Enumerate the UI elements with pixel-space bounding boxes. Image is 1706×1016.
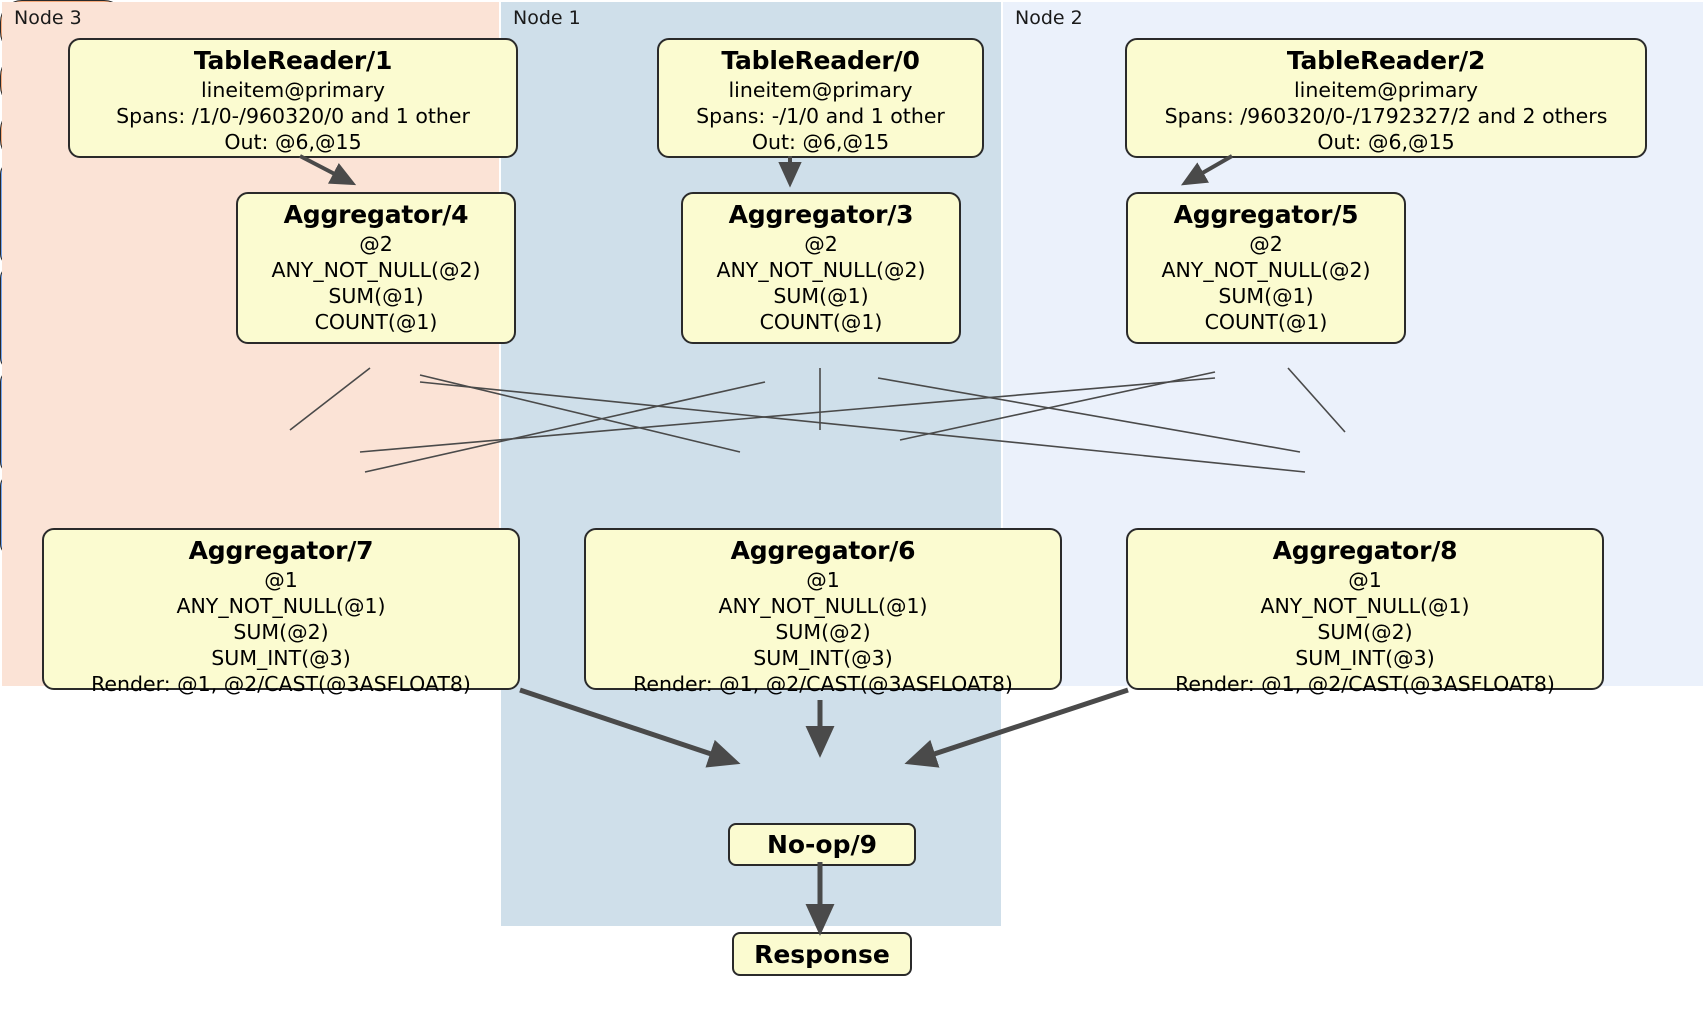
processor-detail-line: Out: @6,@15 (224, 129, 362, 154)
processor-detail-line: SUM_INT(@3) (753, 646, 893, 671)
processor-response[interactable]: Response (732, 932, 912, 976)
processor-title: TableReader/2 (1286, 46, 1486, 75)
processor-table-reader-0[interactable]: TableReader/0 lineitem@primary Spans: -/… (657, 38, 984, 158)
processor-detail-line: Spans: /1/0-/960320/0 and 1 other (116, 103, 470, 128)
processor-title: TableReader/0 (721, 46, 920, 75)
processor-detail-line: Spans: /960320/0-/1792327/2 and 2 others (1164, 103, 1608, 128)
processor-detail-line: lineitem@primary (728, 77, 913, 102)
processor-detail-line: COUNT(@1) (759, 310, 883, 335)
node-region-label-node3: Node 3 (14, 7, 82, 29)
processor-detail-line: SUM_INT(@3) (1295, 646, 1435, 671)
processor-detail-line: @2 (804, 231, 838, 256)
processor-table-reader-1[interactable]: TableReader/1 lineitem@primary Spans: /1… (68, 38, 518, 158)
processor-detail-line: lineitem@primary (200, 77, 386, 102)
processor-aggregator-6[interactable]: Aggregator/6 @1 ANY_NOT_NULL(@1) SUM(@2)… (584, 528, 1062, 696)
processor-title: Aggregator/5 (1173, 200, 1359, 229)
processor-title: TableReader/1 (193, 46, 393, 75)
processor-detail-line: SUM(@1) (328, 283, 424, 308)
processor-render-line: Render: @1, @2/CAST(@3ASFLOAT8) (91, 672, 471, 697)
processor-detail-line: COUNT(@1) (1204, 310, 1328, 335)
processor-detail-line: Out: @6,@15 (1317, 129, 1455, 154)
processor-title: Response (754, 939, 890, 969)
processor-detail-line: lineitem@primary (1293, 77, 1479, 102)
processor-detail-line: Spans: -/1/0 and 1 other (696, 103, 945, 128)
processor-title: Aggregator/8 (1272, 536, 1458, 565)
processor-render-line: Render: @1, @2/CAST(@3ASFLOAT8) (633, 672, 1013, 697)
processor-detail-line: SUM(@2) (233, 619, 329, 644)
processor-detail-line: ANY_NOT_NULL(@1) (1260, 593, 1470, 618)
processor-aggregator-7[interactable]: Aggregator/7 @1 ANY_NOT_NULL(@1) SUM(@2)… (42, 528, 520, 696)
processor-title: Aggregator/4 (283, 200, 469, 229)
processor-detail-line: SUM_INT(@3) (211, 646, 351, 671)
processor-table-reader-2[interactable]: TableReader/2 lineitem@primary Spans: /9… (1125, 38, 1647, 158)
processor-aggregator-3[interactable]: Aggregator/3 @2 ANY_NOT_NULL(@2) SUM(@1)… (681, 192, 961, 344)
processor-detail-line: @2 (359, 231, 393, 256)
processor-detail-line: ANY_NOT_NULL(@1) (718, 593, 928, 618)
processor-detail-line: SUM(@1) (773, 283, 869, 308)
processor-detail-line: ANY_NOT_NULL(@1) (176, 593, 386, 618)
processor-noop-9[interactable]: No-op/9 (728, 823, 916, 866)
node-region-label-node1: Node 1 (513, 7, 581, 29)
processor-detail-line: SUM(@2) (1317, 619, 1413, 644)
processor-detail-line: COUNT(@1) (314, 310, 438, 335)
node-region-label-node2: Node 2 (1015, 7, 1083, 29)
processor-detail-line: @1 (264, 567, 298, 592)
processor-detail-line: @1 (806, 567, 840, 592)
processor-detail-line: ANY_NOT_NULL(@2) (716, 257, 926, 282)
processor-title: No-op/9 (766, 830, 878, 859)
processor-aggregator-8[interactable]: Aggregator/8 @1 ANY_NOT_NULL(@1) SUM(@2)… (1126, 528, 1604, 696)
processor-title: Aggregator/3 (728, 200, 914, 229)
processor-detail-line: ANY_NOT_NULL(@2) (1161, 257, 1371, 282)
processor-detail-line: @2 (1249, 231, 1283, 256)
processor-detail-line: @1 (1348, 567, 1382, 592)
processor-detail-line: ANY_NOT_NULL(@2) (271, 257, 481, 282)
processor-detail-line: SUM(@2) (775, 619, 871, 644)
processor-detail-line: Out: @6,@15 (751, 129, 890, 154)
processor-render-line: Render: @1, @2/CAST(@3ASFLOAT8) (1175, 672, 1555, 697)
processor-title: Aggregator/7 (188, 536, 374, 565)
processor-detail-line: SUM(@1) (1218, 283, 1314, 308)
processor-title: Aggregator/6 (730, 536, 916, 565)
processor-aggregator-4[interactable]: Aggregator/4 @2 ANY_NOT_NULL(@2) SUM(@1)… (236, 192, 516, 344)
processor-aggregator-5[interactable]: Aggregator/5 @2 ANY_NOT_NULL(@2) SUM(@1)… (1126, 192, 1406, 344)
